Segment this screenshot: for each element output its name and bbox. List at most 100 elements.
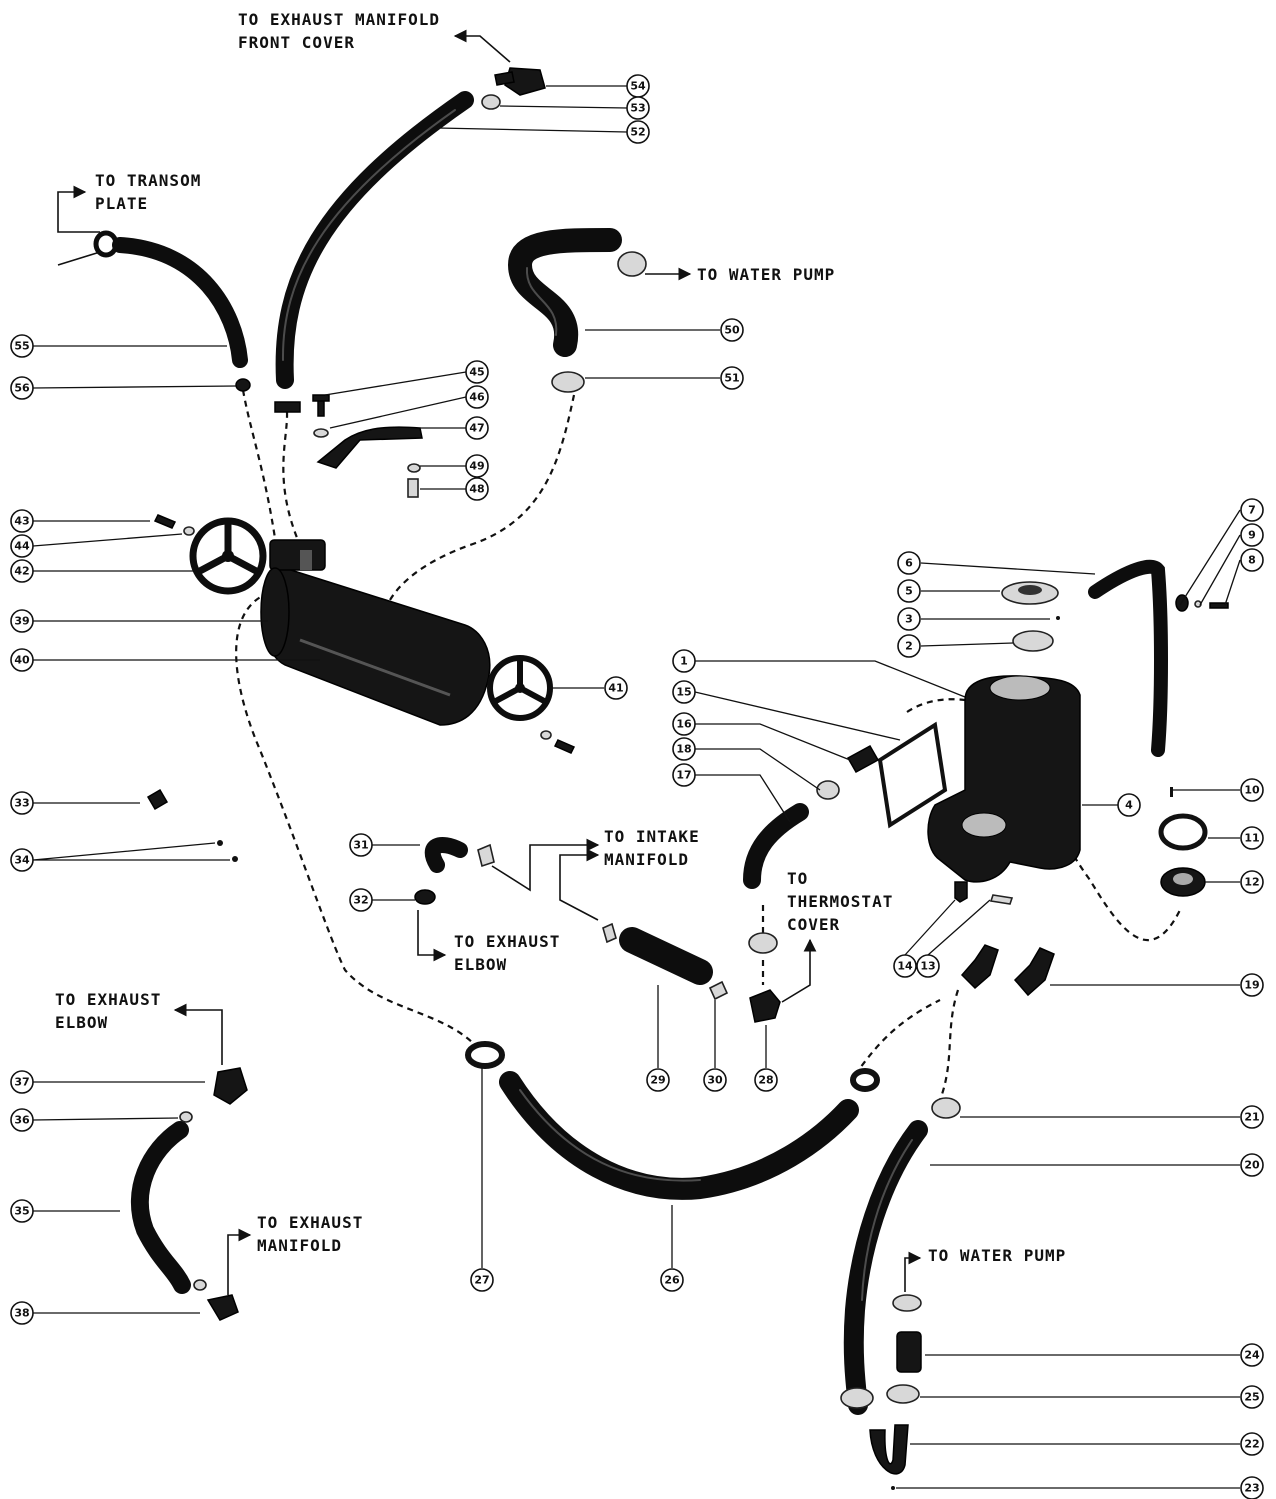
label-thermostat-cover-line2: THERMOSTAT	[787, 892, 893, 911]
callout-29: 29	[646, 1068, 670, 1092]
callout-14: 14	[893, 954, 917, 978]
svg-text:10: 10	[1244, 784, 1260, 797]
callouts: 54 53 52 55 56 50 51 45 46 47 49 48 43 4…	[10, 74, 1264, 1499]
thermostat-housing	[927, 675, 1081, 883]
callout-9: 9	[1240, 523, 1264, 547]
callout-15: 15	[672, 680, 696, 704]
hose-52	[275, 91, 474, 389]
callout-25: 25	[1240, 1385, 1264, 1409]
callout-56: 56	[10, 376, 34, 400]
svg-text:3: 3	[905, 613, 913, 626]
svg-text:29: 29	[650, 1074, 665, 1087]
callout-6: 6	[897, 551, 921, 575]
svg-text:15: 15	[676, 686, 691, 699]
label-water-pump-bottom: TO WATER PUMP	[928, 1246, 1066, 1265]
svg-text:20: 20	[1244, 1159, 1260, 1172]
svg-text:11: 11	[1244, 832, 1259, 845]
label-exhaust-manifold-front-cover-line2: FRONT COVER	[238, 33, 355, 52]
callout-54: 54	[626, 74, 650, 98]
svg-text:23: 23	[1244, 1482, 1259, 1495]
callout-10: 10	[1240, 778, 1264, 802]
svg-text:38: 38	[14, 1307, 29, 1320]
end-cover-42	[189, 517, 267, 595]
callout-42: 42	[10, 559, 34, 583]
svg-text:42: 42	[14, 565, 29, 578]
label-intake-manifold-line1: TO INTAKE	[604, 827, 700, 846]
svg-text:56: 56	[14, 382, 30, 395]
svg-text:4: 4	[1125, 799, 1133, 812]
svg-text:26: 26	[664, 1274, 680, 1287]
hose-24	[896, 1331, 922, 1373]
callout-38: 38	[10, 1301, 34, 1325]
svg-text:35: 35	[14, 1205, 29, 1218]
hose-50	[507, 228, 622, 357]
svg-text:28: 28	[758, 1074, 773, 1087]
callout-3: 3	[897, 607, 921, 631]
svg-text:44: 44	[14, 540, 30, 553]
svg-text:39: 39	[14, 615, 29, 628]
svg-text:48: 48	[469, 483, 484, 496]
svg-text:53: 53	[630, 102, 645, 115]
hose-6	[1088, 559, 1168, 757]
svg-text:32: 32	[353, 894, 368, 907]
label-exhaust-manifold-line1: TO EXHAUST	[257, 1213, 363, 1232]
callout-52: 52	[626, 120, 650, 144]
callout-13: 13	[916, 954, 940, 978]
hose-55	[112, 237, 248, 368]
svg-text:47: 47	[469, 422, 484, 435]
hose-31	[424, 837, 468, 873]
svg-text:14: 14	[897, 960, 913, 973]
callout-22: 22	[1240, 1432, 1264, 1456]
hose-17	[743, 803, 809, 889]
hose-35	[130, 1121, 191, 1294]
callout-40: 40	[10, 648, 34, 672]
callout-19: 19	[1240, 973, 1264, 997]
hoses	[112, 91, 1168, 1415]
leader-lines	[32, 85, 1241, 1489]
label-exhaust-elbow-mid-line2: ELBOW	[454, 955, 507, 974]
callout-34: 34	[10, 848, 34, 872]
svg-text:52: 52	[630, 126, 645, 139]
callout-50: 50	[720, 318, 744, 342]
callout-49: 49	[465, 454, 489, 478]
callout-32: 32	[349, 888, 373, 912]
label-exhaust-elbow-left-line1: TO EXHAUST	[55, 990, 161, 1009]
svg-text:50: 50	[724, 324, 740, 337]
destination-arrows	[57, 29, 922, 1295]
end-cover-41	[487, 655, 553, 721]
svg-text:19: 19	[1244, 979, 1259, 992]
destination-labels: TO EXHAUST MANIFOLD FRONT COVER TO TRANS…	[55, 10, 1066, 1265]
label-thermostat-cover-line3: COVER	[787, 915, 840, 934]
label-exhaust-elbow-mid-line1: TO EXHAUST	[454, 932, 560, 951]
parts	[93, 67, 1229, 1490]
callout-2: 2	[897, 634, 921, 658]
callout-39: 39	[10, 609, 34, 633]
callout-36: 36	[10, 1108, 34, 1132]
svg-text:31: 31	[353, 839, 368, 852]
svg-text:49: 49	[469, 460, 484, 473]
svg-text:22: 22	[1244, 1438, 1259, 1451]
callout-30: 30	[703, 1068, 727, 1092]
callout-44: 44	[10, 534, 34, 558]
label-transom-plate-line1: TO TRANSOM	[95, 171, 201, 190]
svg-text:40: 40	[14, 654, 30, 667]
svg-text:2: 2	[905, 640, 913, 653]
hose-29	[619, 927, 713, 985]
callout-24: 24	[1240, 1343, 1264, 1367]
callout-41: 41	[604, 676, 628, 700]
callout-31: 31	[349, 833, 373, 857]
callout-35: 35	[10, 1199, 34, 1223]
svg-text:7: 7	[1248, 504, 1256, 517]
svg-text:18: 18	[676, 743, 691, 756]
callout-5: 5	[897, 579, 921, 603]
label-intake-manifold-line2: MANIFOLD	[604, 850, 689, 869]
label-exhaust-manifold-line2: MANIFOLD	[257, 1236, 342, 1255]
callout-45: 45	[465, 360, 489, 384]
svg-text:30: 30	[707, 1074, 723, 1087]
svg-text:1: 1	[680, 655, 688, 668]
callout-16: 16	[672, 712, 696, 736]
heat-exchanger	[260, 539, 491, 726]
svg-text:16: 16	[676, 718, 692, 731]
bracket-47	[316, 426, 423, 469]
label-thermostat-cover-line1: TO	[787, 869, 808, 888]
